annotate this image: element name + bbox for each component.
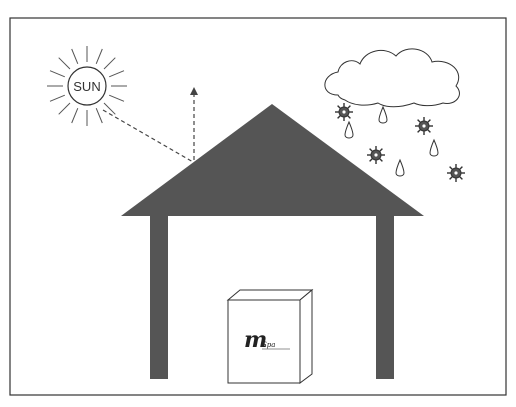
snowflake-icon (367, 146, 385, 164)
snowflake-icon (335, 103, 353, 121)
sun-ray (71, 108, 79, 124)
cloud-icon (324, 48, 460, 108)
sun-ray (103, 57, 116, 70)
sun-ray (95, 48, 103, 64)
arrow-up-icon (190, 87, 198, 160)
sun-icon: SUN (47, 46, 127, 126)
sun-ray (49, 70, 65, 78)
sun-ray (58, 102, 71, 115)
raindrop-icon (395, 158, 405, 177)
raindrop-icon (429, 138, 439, 157)
raindrop-icon (378, 105, 388, 124)
right-pillar (376, 215, 394, 379)
left-pillar (150, 215, 168, 379)
shelter-roof (121, 104, 424, 216)
raindrop-icon (344, 120, 354, 139)
precipitation-group (335, 103, 465, 182)
sun-ray (58, 57, 71, 70)
spa-logo-mark: m (244, 327, 267, 353)
sun-ray (49, 94, 65, 102)
sun-ray (109, 70, 125, 78)
sun-label: SUN (73, 79, 100, 94)
spa-unit-box: m Spa (226, 288, 314, 384)
sun-ray (71, 48, 79, 64)
spa-logo-script: Spa (262, 341, 275, 349)
sun-ray-dashed-line (102, 109, 194, 163)
sun-ray (95, 108, 103, 124)
sun-ray (109, 94, 125, 102)
snowflake-icon (447, 164, 465, 182)
sun-ray (103, 102, 116, 115)
snowflake-icon (415, 117, 433, 135)
